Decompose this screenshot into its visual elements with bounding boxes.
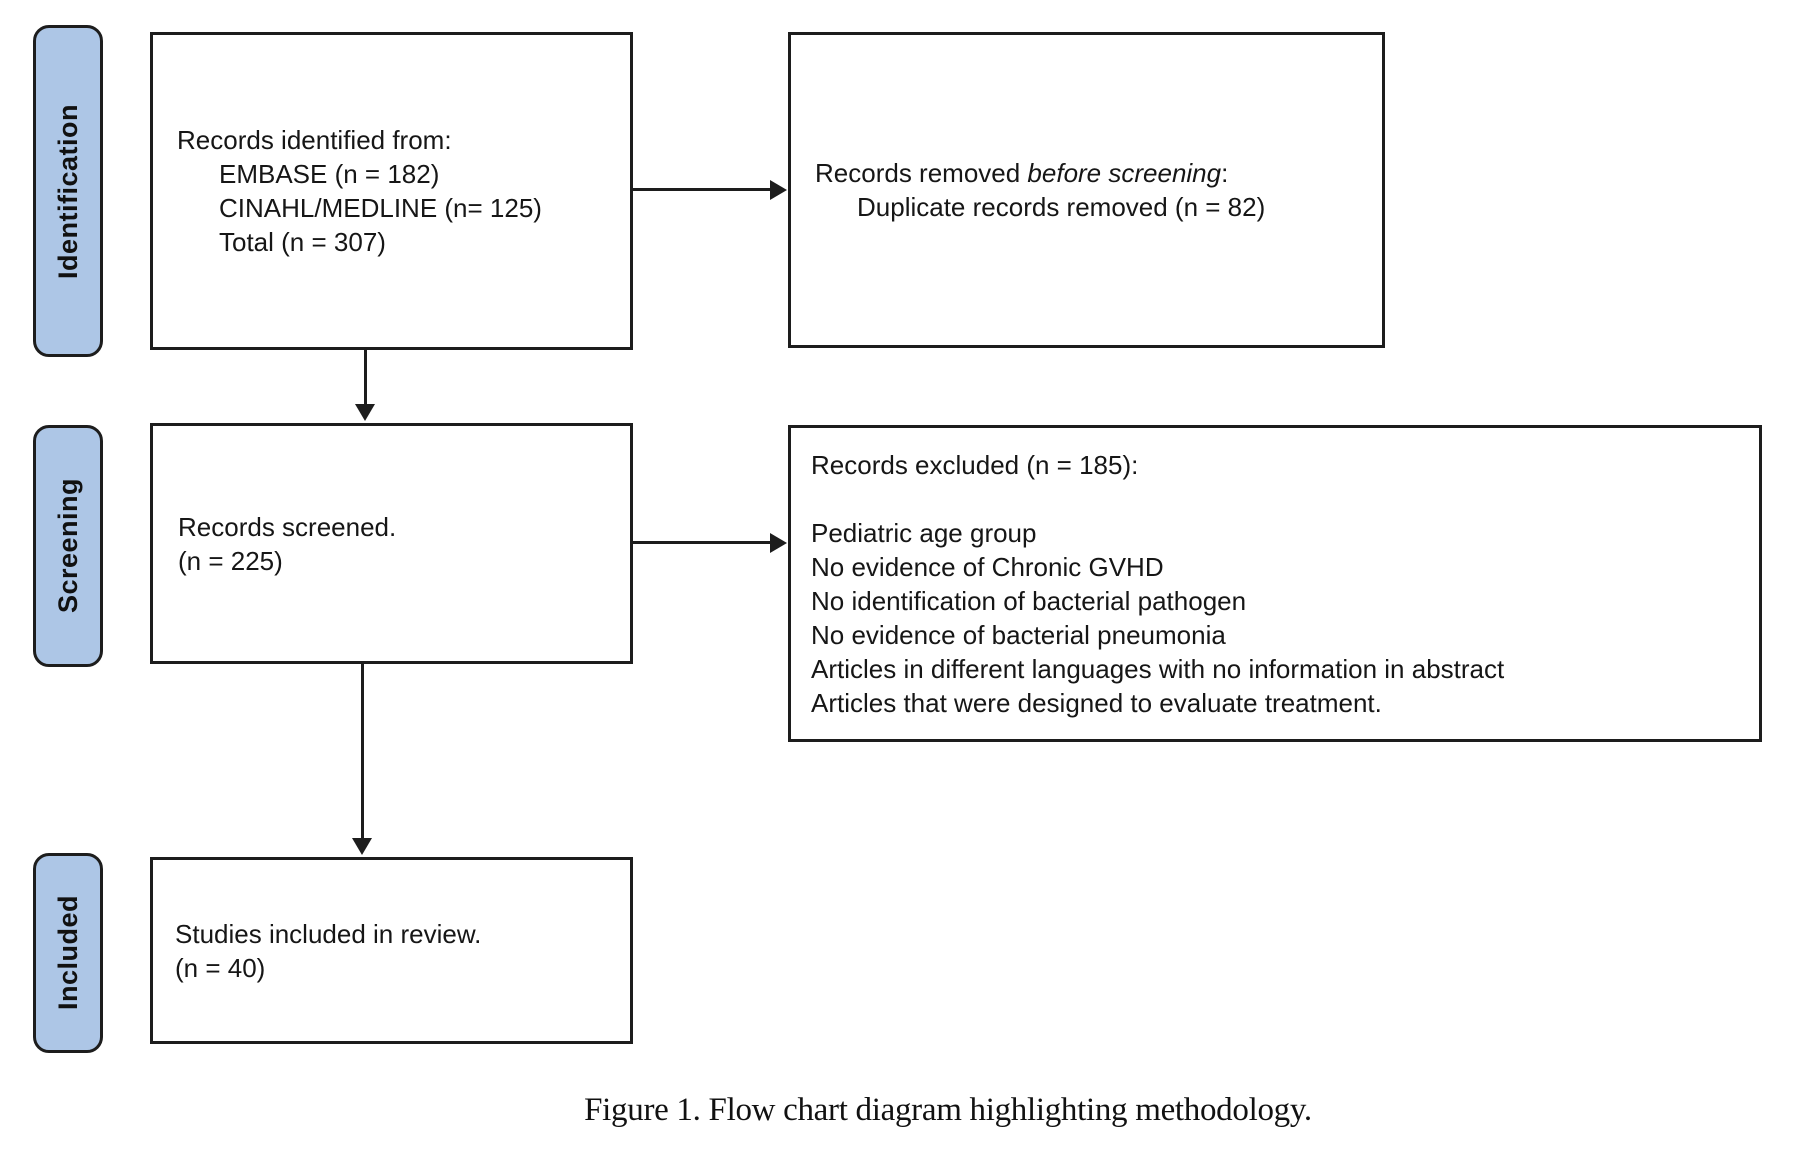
records-screened-box: Records screened. (n = 225) bbox=[150, 423, 633, 664]
records-screened-count: (n = 225) bbox=[178, 545, 283, 576]
records-removed-heading-prefix: Records removed bbox=[815, 158, 1028, 188]
arrow-screened-to-excluded-head-icon bbox=[770, 533, 787, 553]
records-identified-item-embase: EMBASE (n = 182) bbox=[219, 159, 440, 189]
studies-included-count: (n = 40) bbox=[175, 952, 266, 983]
figure-caption: Figure 1. Flow chart diagram highlightin… bbox=[584, 1092, 1312, 1128]
arrow-screened-to-excluded-line bbox=[633, 541, 774, 544]
arrow-screened-to-included-head-icon bbox=[352, 838, 372, 855]
records-removed-heading: Records removed before screening: bbox=[815, 156, 1382, 190]
records-removed-box: Records removed before screening: Duplic… bbox=[788, 32, 1385, 348]
arrow-identified-to-screened-line bbox=[364, 350, 367, 408]
arrow-identified-to-screened-head-icon bbox=[355, 404, 375, 421]
excluded-reason-pediatric: Pediatric age group bbox=[811, 518, 1037, 548]
arrow-identified-to-removed-head-icon bbox=[770, 180, 787, 200]
records-removed-heading-suffix: : bbox=[1221, 158, 1229, 188]
arrow-identified-to-removed-line bbox=[633, 188, 774, 191]
stage-pill-included: Included bbox=[33, 853, 103, 1053]
records-excluded-spacer bbox=[811, 482, 1743, 516]
excluded-reason-no-pneumonia: No evidence of bacterial pneumonia bbox=[811, 620, 1226, 650]
studies-included-line1: Studies included in review. bbox=[175, 918, 482, 949]
stage-label-included: Included bbox=[52, 895, 83, 1011]
records-removed-detail: Duplicate records removed (n = 82) bbox=[857, 192, 1266, 222]
stage-label-screening: Screening bbox=[52, 478, 83, 614]
records-excluded-heading: Records excluded (n = 185): bbox=[811, 450, 1139, 480]
excluded-reason-language: Articles in different languages with no … bbox=[811, 654, 1505, 684]
records-identified-heading: Records identified from: bbox=[177, 125, 452, 155]
stage-pill-screening: Screening bbox=[33, 425, 103, 667]
excluded-reason-no-pathogen: No identification of bacterial pathogen bbox=[811, 586, 1247, 616]
arrow-screened-to-included-line bbox=[361, 664, 364, 840]
records-excluded-box: Records excluded (n = 185): Pediatric ag… bbox=[788, 425, 1762, 742]
stage-pill-identification: Identification bbox=[33, 25, 103, 357]
excluded-reason-treatment: Articles that were designed to evaluate … bbox=[811, 688, 1382, 718]
records-removed-heading-emphasis: before screening bbox=[1027, 158, 1222, 188]
records-identified-item-cinahl-medline: CINAHL/MEDLINE (n= 125) bbox=[219, 193, 542, 223]
stage-label-identification: Identification bbox=[52, 103, 83, 279]
records-identified-item-total: Total (n = 307) bbox=[219, 227, 386, 257]
excluded-reason-no-gvhd: No evidence of Chronic GVHD bbox=[811, 552, 1164, 582]
studies-included-box: Studies included in review. (n = 40) bbox=[150, 857, 633, 1044]
records-identified-box: Records identified from: EMBASE (n = 182… bbox=[150, 32, 633, 350]
records-screened-line1: Records screened. bbox=[178, 511, 397, 542]
